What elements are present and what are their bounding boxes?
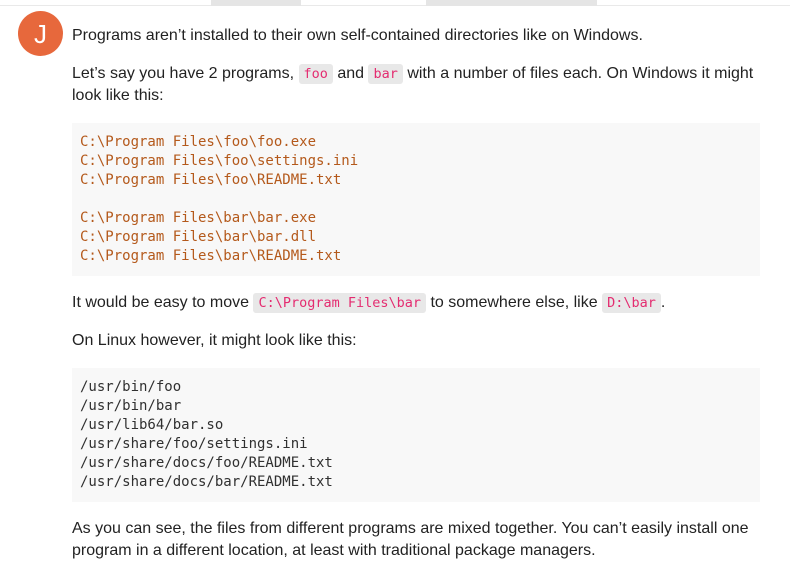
inline-code: bar xyxy=(368,64,403,84)
forum-post: J Programs aren’t installed to their own… xyxy=(0,11,790,578)
cutoff-element-right xyxy=(426,0,597,6)
post-body: Programs aren’t installed to their own s… xyxy=(72,11,760,578)
avatar-letter: J xyxy=(34,18,47,49)
inline-code: C:\Program Files\bar xyxy=(253,293,426,313)
inline-code: foo xyxy=(298,64,333,84)
top-separator xyxy=(0,0,790,6)
code-block-linux-paths: /usr/bin/foo /usr/bin/bar /usr/lib64/bar… xyxy=(72,368,760,502)
paragraph-intro: Programs aren’t installed to their own s… xyxy=(72,27,643,44)
avatar[interactable]: J xyxy=(18,11,63,56)
paragraph-on-linux: On Linux however, it might look like thi… xyxy=(72,332,357,349)
inline-code: D:\bar xyxy=(602,293,661,313)
code-block-windows-paths: C:\Program Files\foo\foo.exe C:\Program … xyxy=(72,123,760,276)
paragraph-two-programs: Let’s say you have 2 programs, foo and b… xyxy=(72,64,754,104)
cutoff-element-left xyxy=(211,0,301,6)
paragraph-conclusion: As you can see, the files from different… xyxy=(72,520,749,559)
paragraph-easy-to-move: It would be easy to move C:\Program File… xyxy=(72,293,666,313)
